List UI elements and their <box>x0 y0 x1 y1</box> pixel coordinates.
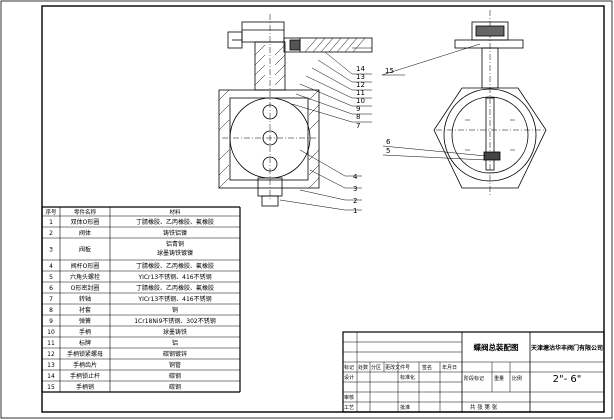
table-cell-name: 手柄齿片 <box>73 361 97 369</box>
label-approve: 批准 <box>400 404 410 411</box>
label-count: 处数 <box>358 364 368 371</box>
label-sheets: 共 张 第 张 <box>470 403 498 411</box>
label-change-doc: 更改文件号 <box>385 364 410 371</box>
table-cell-name: 衬套 <box>79 306 91 314</box>
label-zone: 分区 <box>371 364 381 371</box>
label-scale: 比例 <box>512 375 522 382</box>
table-cell-material: 丁腈橡胶、乙丙橡胶、氟橡胶 <box>136 218 214 226</box>
label-weight: 重量 <box>494 375 504 382</box>
table-cell-material: 碳钢 <box>169 383 181 391</box>
table-cell-no: 8 <box>49 307 53 314</box>
table-cell-no: 13 <box>47 362 55 369</box>
right-end-view <box>433 10 547 195</box>
table-cell-name: 标牌 <box>79 339 91 347</box>
table-cell-material: 碳钢镀锌 <box>163 350 187 358</box>
table-header-material: 材料 <box>169 208 181 216</box>
table-cell-material: 铝 <box>172 339 178 347</box>
title-block <box>342 331 605 413</box>
table-cell-material: 铸铁铝镍 <box>163 229 187 237</box>
table-cell-no: 12 <box>47 351 55 358</box>
callout-5: 5 <box>386 147 390 155</box>
callout-10: 10 <box>356 97 365 105</box>
callout-3: 3 <box>353 185 357 193</box>
label-review: 审核 <box>344 394 354 401</box>
callout-6: 6 <box>386 138 391 146</box>
callout-1: 1 <box>353 207 357 215</box>
table-cell-name: 手柄锁紧螺母 <box>67 350 103 358</box>
label-standard: 标准化 <box>400 374 415 381</box>
table-cell-no: 11 <box>47 340 55 347</box>
table-cell-material: YICr13不锈钢、416不锈钢 <box>137 295 211 303</box>
company-name: 天津塘沽华丰阀门有限公司 <box>531 344 603 352</box>
callout-8: 8 <box>356 113 360 121</box>
label-sign: 签名 <box>422 364 432 371</box>
left-leader-lines <box>279 47 372 211</box>
table-cell-no: 10 <box>47 329 55 336</box>
callout-7: 7 <box>356 122 360 130</box>
callout-13: 13 <box>356 73 365 81</box>
label-process: 工艺 <box>344 405 354 411</box>
table-cell-material: 铜 <box>172 306 178 314</box>
table-cell-material: 丁腈橡胶、乙丙橡胶、氟橡胶 <box>136 262 214 270</box>
size-range: 2"- 6" <box>553 374 582 385</box>
table-cell-material: YICr13不锈钢、416不锈钢 <box>137 273 211 281</box>
callout-14: 14 <box>356 65 365 73</box>
table-header-name: 零件名称 <box>74 208 97 216</box>
table-cell-material: 1Cr18Ni9不锈钢、302不锈钢 <box>134 317 216 325</box>
table-cell-name: 弹簧 <box>79 317 91 325</box>
table-cell-no: 14 <box>47 373 55 380</box>
table-cell-name: 阀板 <box>79 246 91 254</box>
callout-12: 12 <box>356 81 365 89</box>
table-cell-name: 六角头螺栓 <box>70 273 100 281</box>
table-cell-material: 碳钢 <box>169 372 181 380</box>
right-leader-lines <box>381 43 487 161</box>
table-cell-no: 6 <box>49 285 53 292</box>
label-mark: 标记 <box>344 364 354 371</box>
table-cell-name: 阀杆O形圈 <box>71 262 100 270</box>
callout-2: 2 <box>353 197 357 205</box>
table-header-no: 序号 <box>45 208 57 216</box>
table-cell-no: 2 <box>49 230 53 237</box>
label-stage: 阶段标记 <box>464 375 484 382</box>
table-cell-no: 1 <box>49 219 53 226</box>
callout-4: 4 <box>353 173 358 181</box>
table-cell-material: 铝青铜球墨铸铁镀镍 <box>157 240 193 257</box>
inner-frame <box>41 5 605 413</box>
label-date: 年月日 <box>442 364 457 371</box>
table-cell-name: 阀体 <box>79 229 91 237</box>
table-cell-name: 手柄 <box>79 328 91 336</box>
table-cell-no: 4 <box>49 263 53 270</box>
table-cell-name: 手柄锁止杆 <box>70 372 100 380</box>
left-section-view <box>218 14 373 207</box>
table-cell-name: 双体O形圈 <box>71 218 100 226</box>
table-cell-no: 15 <box>47 384 55 391</box>
table-cell-no: 3 <box>49 247 53 254</box>
callout-11: 11 <box>356 89 365 97</box>
drawing-title: 蝶阀总装配图 <box>474 342 519 352</box>
table-cell-material: 球墨铸铁 <box>163 328 187 336</box>
table-cell-no: 5 <box>49 274 53 281</box>
callout-15: 15 <box>385 67 394 75</box>
table-cell-material: 丁腈橡胶、乙丙橡胶、氟橡胶 <box>136 284 214 292</box>
table-cell-no: 9 <box>49 318 53 325</box>
table-cell-name: 转轴 <box>79 295 91 303</box>
table-cell-name: 手柄销 <box>76 383 94 391</box>
table-cell-no: 7 <box>49 296 53 303</box>
label-design: 设计 <box>344 374 354 381</box>
callout-9: 9 <box>356 105 360 113</box>
table-cell-material: 铜管 <box>169 361 181 369</box>
table-cell-name: O形密封圈 <box>71 284 100 292</box>
